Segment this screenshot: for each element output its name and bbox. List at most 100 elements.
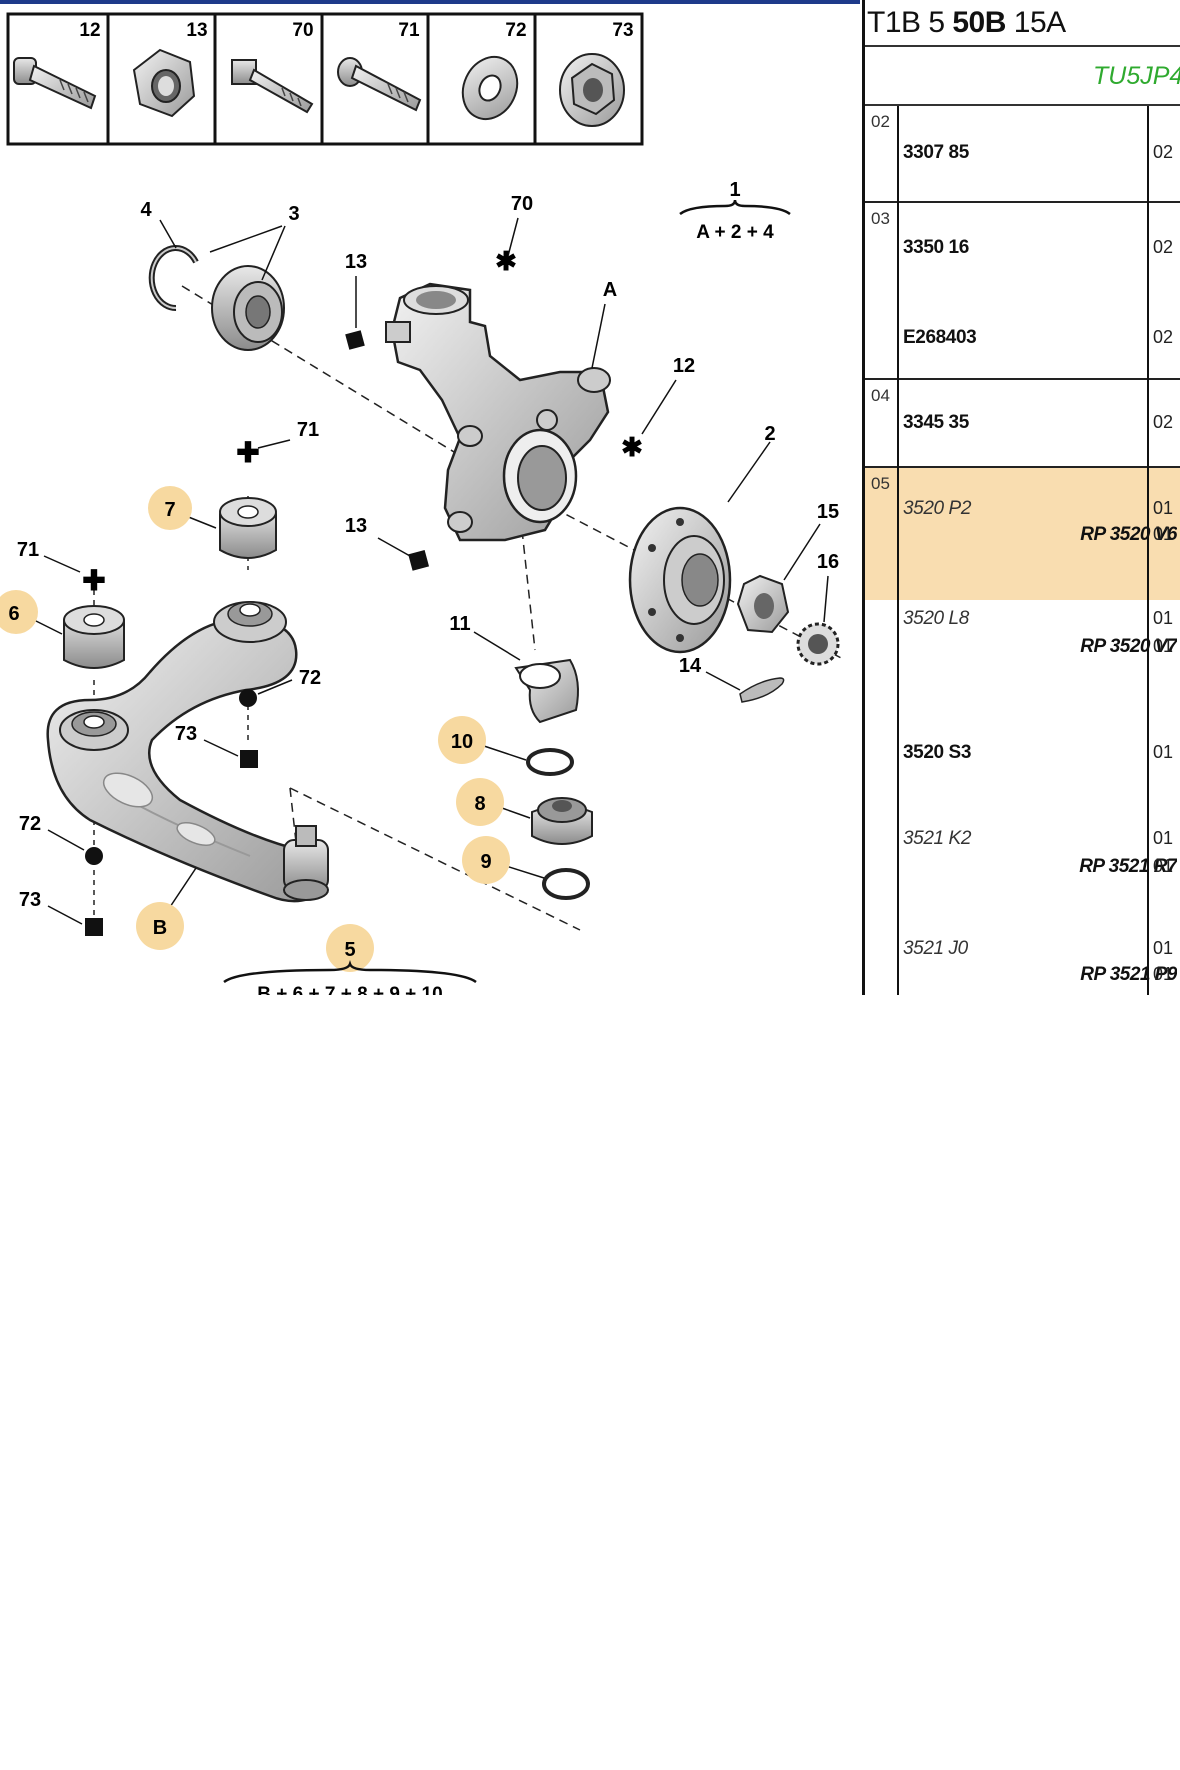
circlip-4	[148, 219, 199, 312]
ring-10	[483, 745, 574, 776]
callout-72-left: 72	[19, 813, 41, 835]
wheel-hub-2	[628, 441, 771, 654]
callout-7: 7	[164, 499, 175, 521]
reference-code: T1B 5 50B 15A	[867, 6, 1066, 40]
replacement-row[interactable]: RP 3521 P9 01	[865, 964, 1180, 986]
callout-15: 15	[817, 501, 839, 523]
header-divider-2	[865, 104, 1180, 106]
callout-13-lower: 13	[345, 515, 367, 537]
engine-code: TU5JP4	[1093, 62, 1180, 90]
ref-prefix: T1B 5	[867, 6, 953, 39]
panel-divider	[862, 0, 865, 995]
callout-16: 16	[817, 551, 839, 573]
replacement-row[interactable]: RP 3520 V7 01	[865, 636, 1180, 658]
callout-6-circle	[0, 590, 38, 634]
callout-2: 2	[764, 423, 775, 445]
washer-72-icon	[461, 55, 519, 121]
part-row[interactable]: 3520 S3 01	[865, 742, 1180, 764]
star-marker-70-icon: ✱	[495, 246, 517, 276]
part-row[interactable]: 3345 35 02	[865, 412, 1180, 434]
part-row[interactable]: 3521 J0 01	[865, 938, 1180, 960]
replacement-part[interactable]: RP 3521 R7	[1079, 856, 1177, 877]
part-number[interactable]: 3345 35	[903, 412, 969, 433]
hub-nut-15	[736, 523, 821, 634]
bush-6	[33, 605, 125, 669]
square-marker-73-left-icon	[85, 918, 103, 936]
strip-label-73: 73	[612, 20, 633, 41]
part-qty: 01	[1153, 608, 1174, 628]
callout-5-circle	[326, 924, 374, 972]
group-number: 03	[871, 209, 890, 228]
callout-8-circle	[456, 778, 504, 826]
part-row[interactable]: 3521 K2 01	[865, 828, 1180, 850]
flange-nut-73-icon	[559, 53, 625, 127]
arm-front-bush	[59, 709, 129, 751]
replacement-part[interactable]: RP 3520 V7	[1080, 636, 1177, 657]
callout-B: B	[153, 917, 167, 939]
brace-5	[223, 960, 477, 984]
column-divider-left	[897, 106, 899, 995]
callout-73-left: 73	[19, 889, 41, 911]
column-divider-right	[1147, 106, 1149, 995]
strip-label-70: 70	[292, 20, 313, 41]
part-number[interactable]: 3307 85	[903, 142, 969, 163]
group-number: 04	[871, 386, 890, 405]
callout-B-circle	[136, 902, 184, 950]
replacement-qty: 01	[1153, 636, 1174, 656]
part-qty: 01	[1153, 828, 1174, 848]
part-number[interactable]: 3520 L8	[903, 608, 969, 629]
ball-joint	[283, 825, 329, 901]
callout-6: 6	[8, 603, 19, 625]
callout-14: 14	[679, 655, 702, 677]
callout-12: 12	[673, 355, 695, 377]
part-number[interactable]: 3520 P2	[903, 498, 971, 519]
part-number[interactable]: 3350 16	[903, 237, 969, 258]
replacement-qty: 01	[1153, 964, 1174, 984]
star-marker-12-icon: ✱	[621, 432, 643, 462]
ref-suffix: 15A	[1005, 6, 1066, 39]
dot-marker-72-right-icon	[239, 689, 257, 707]
part-row[interactable]: 3350 16 02	[865, 237, 1180, 259]
ring-9	[505, 865, 590, 900]
callout-73-right: 73	[175, 723, 197, 745]
callout-70: 70	[511, 193, 533, 215]
parts-group-05-selected[interactable]: 05 3520 P2 01 RP 3520 V6 01	[865, 468, 1180, 600]
nut-13-icon	[132, 48, 196, 118]
dot-marker-72-left-icon	[85, 847, 103, 865]
part-row[interactable]: E268403 02	[865, 327, 1180, 349]
suspension-diagram: 12 13 70 71 72 73	[0, 12, 846, 995]
bolt-12-icon	[13, 57, 97, 110]
part-number[interactable]: 3520 S3	[903, 742, 971, 763]
replacement-part[interactable]: RP 3521 P9	[1080, 964, 1177, 985]
parts-panel: T1B 5 50B 15A TU5JP4 02 3307 85 02 03 33…	[865, 0, 1180, 995]
part-row[interactable]: 3520 P2 01	[865, 498, 1180, 520]
part-number[interactable]: 3521 J0	[903, 938, 968, 959]
replacement-part[interactable]: RP 3520 V6	[1080, 524, 1177, 545]
formula-1: A + 2 + 4	[696, 222, 774, 243]
header-divider	[865, 45, 1180, 47]
part-number[interactable]: E268403	[903, 327, 977, 348]
replacement-row[interactable]: RP 3521 R7 01	[865, 856, 1180, 878]
parts-group-05-rest: 3520 L8 01 RP 3520 V7 01 3520 S3 01 3521…	[865, 600, 1180, 995]
square-marker-73-right-icon	[240, 750, 258, 768]
part-number[interactable]: 3521 K2	[903, 828, 971, 849]
part-row[interactable]: 3520 L8 01	[865, 608, 1180, 630]
part-qty: 02	[1153, 327, 1174, 347]
strip-label-71: 71	[398, 20, 420, 41]
clamp-11	[473, 631, 579, 724]
part-row[interactable]: 3307 85 02	[865, 142, 1180, 164]
callout-11: 11	[449, 613, 470, 635]
callout-10-circle	[438, 716, 486, 764]
callout-8: 8	[474, 793, 485, 815]
group-number: 02	[871, 112, 890, 131]
lock-washer-16	[796, 575, 840, 666]
square-marker-13-icon	[345, 330, 365, 350]
part-qty: 01	[1153, 498, 1174, 518]
replacement-qty: 01	[1153, 524, 1174, 544]
part-qty: 02	[1153, 237, 1174, 257]
part-qty: 02	[1153, 142, 1174, 162]
replacement-row[interactable]: RP 3520 V6 01	[865, 524, 1180, 546]
group-number: 05	[871, 474, 890, 493]
part-qty: 01	[1153, 938, 1174, 958]
callout-A: A	[603, 279, 617, 301]
